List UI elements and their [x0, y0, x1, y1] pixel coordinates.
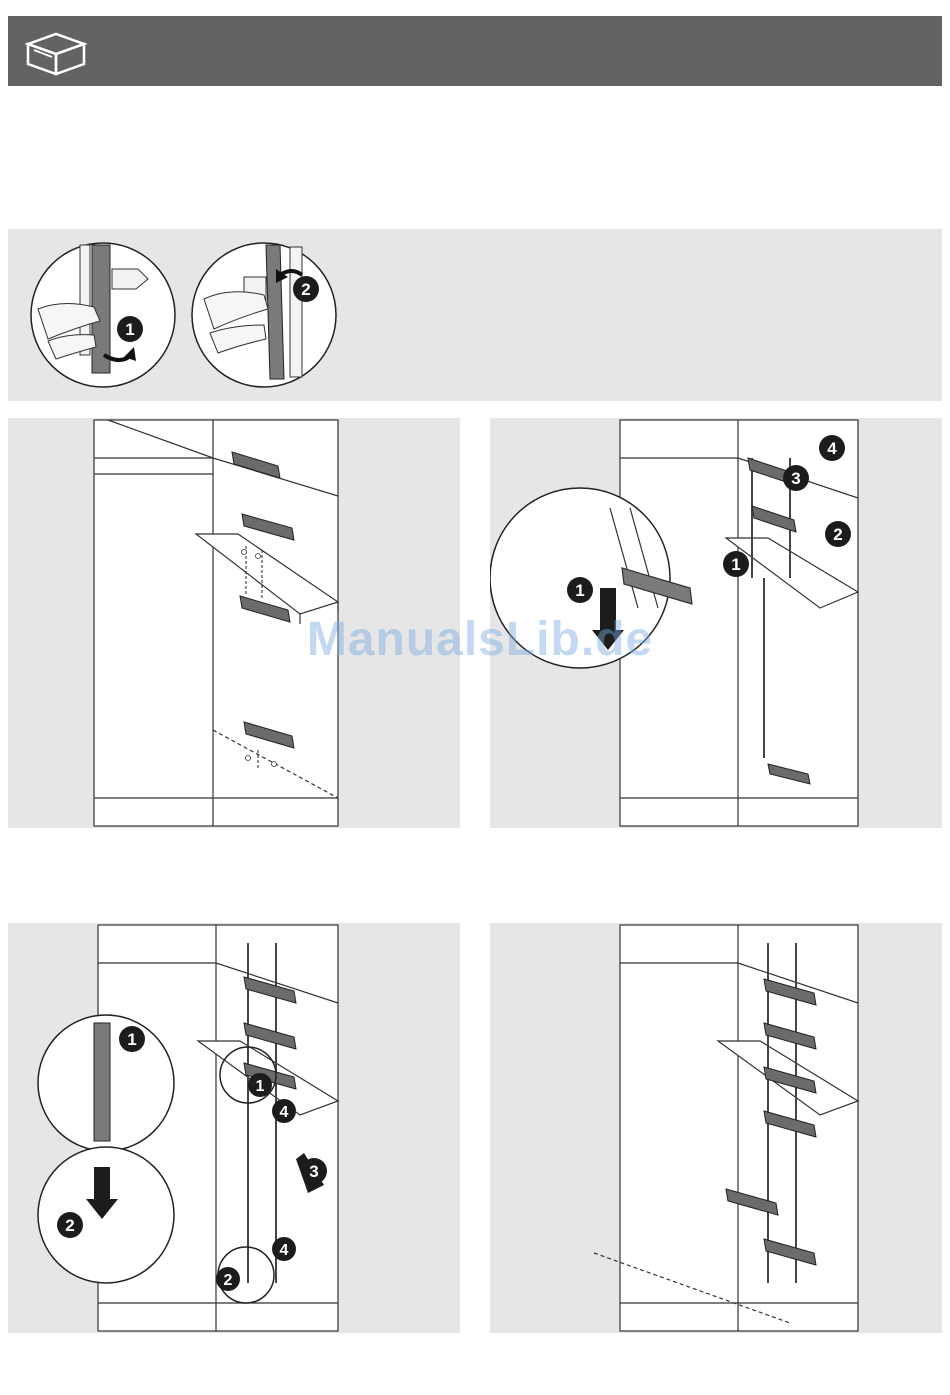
- watermark: ManualsLib.de: [290, 612, 670, 667]
- detail-circle-1: 1: [31, 243, 175, 387]
- callout-2: 2: [224, 1272, 233, 1289]
- callout-4-top: 4: [280, 1104, 289, 1121]
- callout-3: 3: [791, 469, 800, 488]
- callout-1: 1: [731, 555, 740, 574]
- callout-2: 2: [833, 525, 842, 544]
- callout-1: 1: [256, 1078, 265, 1095]
- step-panel-frame-installed: [490, 923, 942, 1333]
- callout-2-detail: 2: [65, 1216, 74, 1235]
- callout-3: 3: [309, 1162, 318, 1181]
- step-panel-remove-cover: 1 2: [8, 229, 942, 401]
- step-panel-lock-frame: 1 1 2 2 3 4 4: [8, 923, 460, 1333]
- callout-1: 1: [125, 320, 134, 339]
- detail-circle-2: 2: [192, 243, 336, 387]
- callout-4-bottom: 4: [280, 1242, 289, 1259]
- callout-1-detail: 1: [575, 581, 584, 600]
- header-bar: [8, 16, 942, 86]
- callout-1-detail: 1: [127, 1030, 136, 1049]
- callout-4: 4: [827, 439, 837, 458]
- callout-2: 2: [301, 280, 310, 299]
- drawer-icon: [22, 26, 90, 78]
